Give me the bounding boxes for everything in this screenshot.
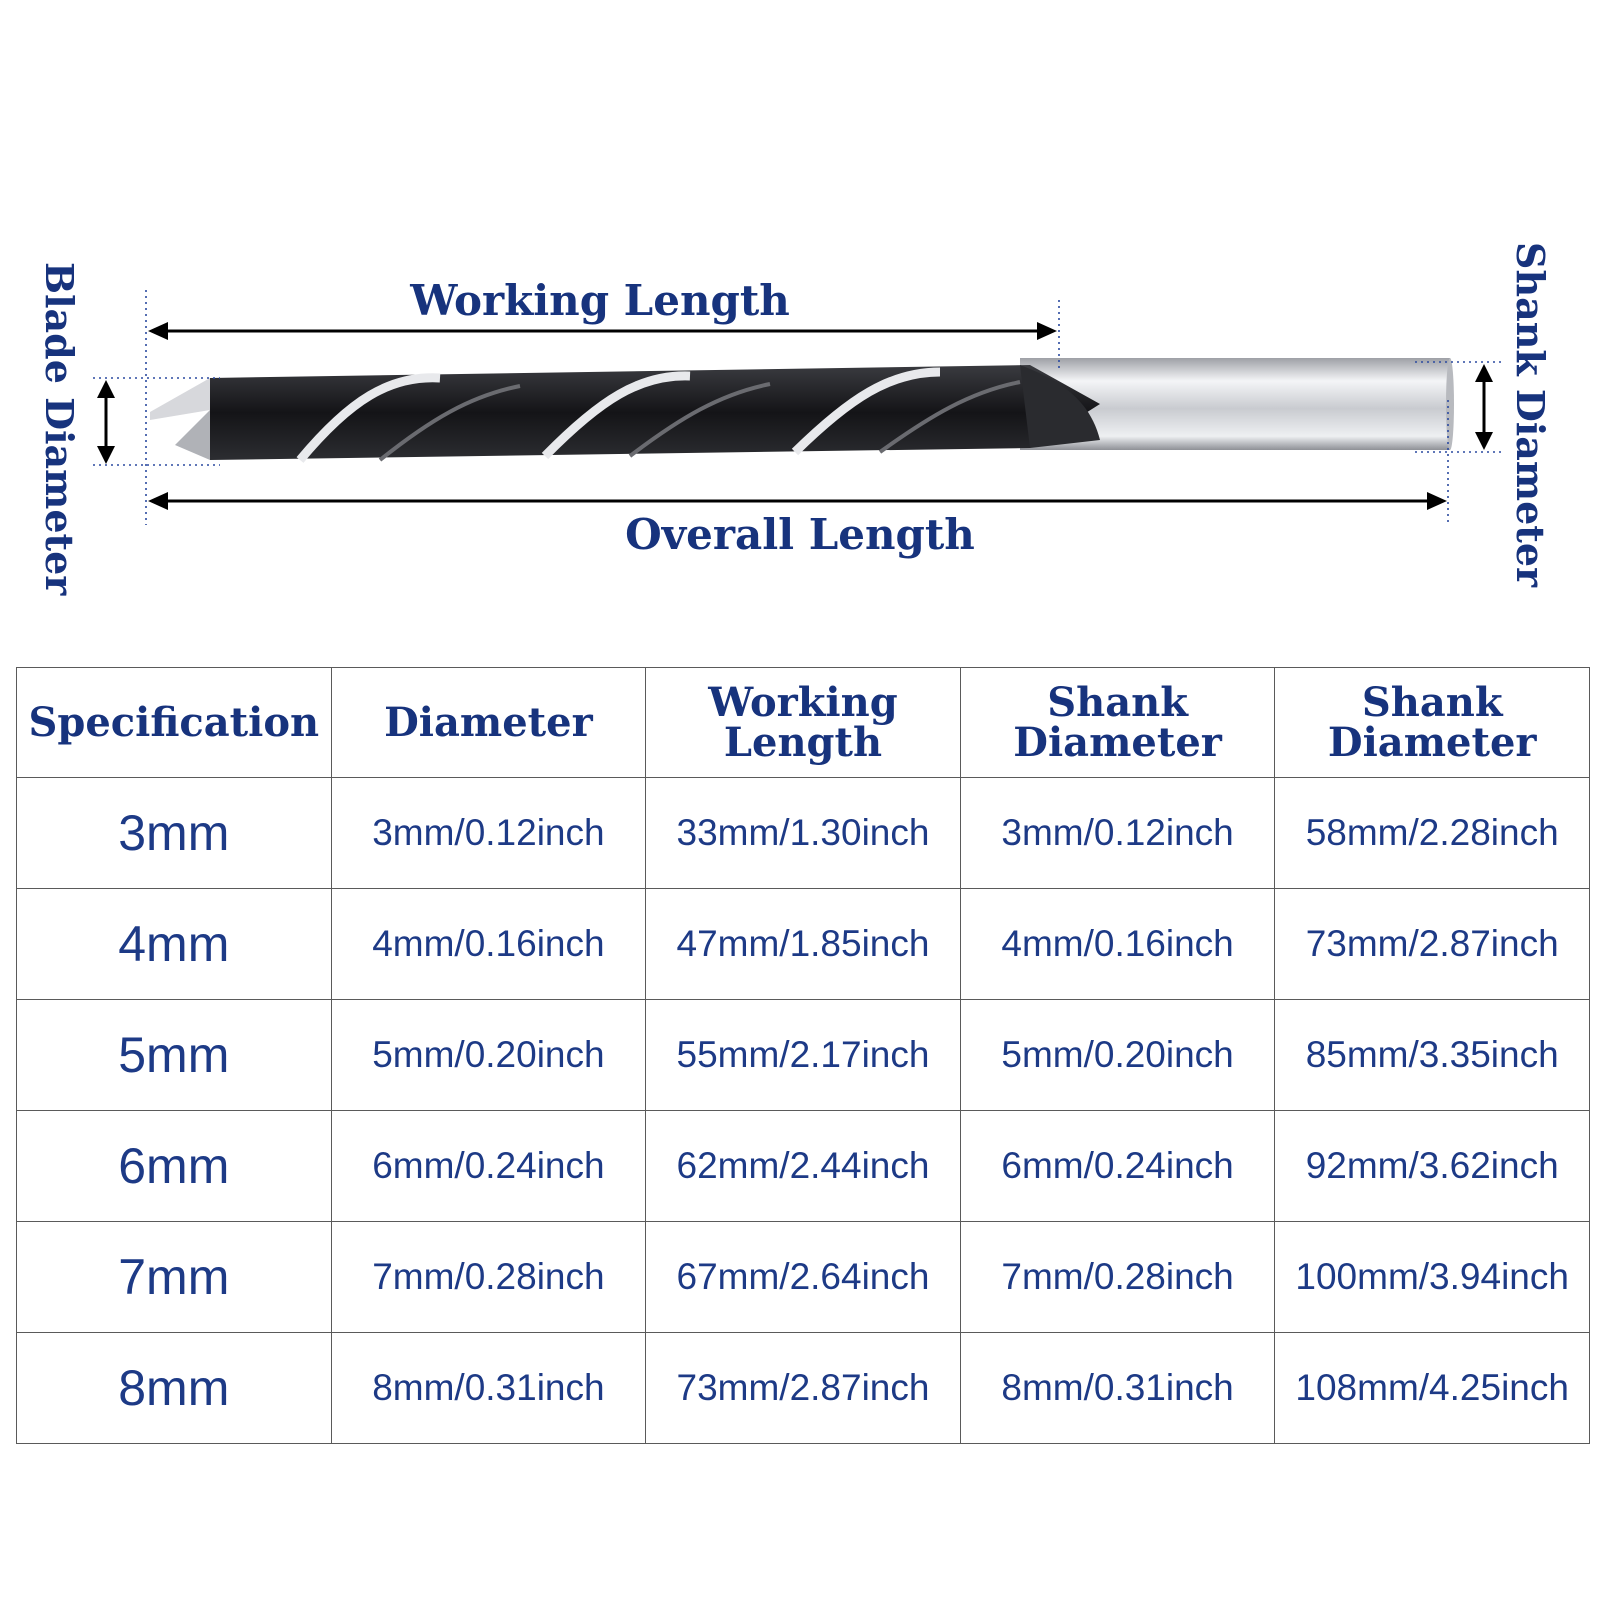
cell-shank-diameter-2: 100mm/3.94inch [1274, 1221, 1590, 1333]
cell-working-length: 67mm/2.64inch [645, 1221, 961, 1333]
cell-specification: 3mm [16, 777, 332, 889]
cell-diameter: 6mm/0.24inch [330, 1110, 647, 1222]
cell-shank-diameter-2: 73mm/2.87inch [1274, 888, 1590, 1000]
drill-bit-drawing [93, 290, 1505, 525]
table-row: 6mm 6mm/0.24inch 62mm/2.44inch 6mm/0.24i… [16, 1110, 1590, 1222]
cell-shank-diameter-2: 85mm/3.35inch [1274, 999, 1590, 1111]
header-diameter: Diameter [330, 667, 647, 778]
cell-shank-diameter: 4mm/0.16inch [959, 888, 1276, 1000]
cell-diameter: 5mm/0.20inch [330, 999, 647, 1111]
cell-working-length: 55mm/2.17inch [645, 999, 961, 1111]
cell-diameter: 3mm/0.12inch [330, 777, 647, 889]
cell-shank-diameter: 7mm/0.28inch [959, 1221, 1276, 1333]
working-length-arrow [148, 322, 1057, 340]
cell-specification: 6mm [16, 1110, 332, 1222]
overall-length-label: Overall Length [625, 510, 975, 559]
overall-length-arrow [148, 492, 1447, 510]
cell-shank-diameter-2: 92mm/3.62inch [1274, 1110, 1590, 1222]
table-row: 3mm 3mm/0.12inch 33mm/1.30inch 3mm/0.12i… [16, 777, 1590, 889]
blade [150, 365, 1100, 463]
blade-diameter-arrow [97, 380, 115, 464]
table-row: 8mm 8mm/0.31inch 73mm/2.87inch 8mm/0.31i… [16, 1332, 1590, 1444]
cell-diameter: 7mm/0.28inch [330, 1221, 647, 1333]
drill-bit-diagram: Working Length Overall Length Blade Diam… [0, 0, 1600, 620]
cell-working-length: 33mm/1.30inch [645, 777, 961, 889]
table-row: 7mm 7mm/0.28inch 67mm/2.64inch 7mm/0.28i… [16, 1221, 1590, 1333]
cell-working-length: 47mm/1.85inch [645, 888, 961, 1000]
cell-shank-diameter: 8mm/0.31inch [959, 1332, 1276, 1444]
cell-shank-diameter-2: 108mm/4.25inch [1274, 1332, 1590, 1444]
cell-working-length: 62mm/2.44inch [645, 1110, 961, 1222]
cell-shank-diameter: 5mm/0.20inch [959, 999, 1276, 1111]
header-specification: Specification [16, 667, 332, 778]
cell-working-length: 73mm/2.87inch [645, 1332, 961, 1444]
cell-shank-diameter: 3mm/0.12inch [959, 777, 1276, 889]
blade-diameter-label: Blade Diameter [37, 262, 82, 596]
cell-diameter: 4mm/0.16inch [330, 888, 647, 1000]
cell-specification: 8mm [16, 1332, 332, 1444]
cell-specification: 7mm [16, 1221, 332, 1333]
cell-specification: 5mm [16, 999, 332, 1111]
cell-shank-diameter: 6mm/0.24inch [959, 1110, 1276, 1222]
cell-specification: 4mm [16, 888, 332, 1000]
table-row: 4mm 4mm/0.16inch 47mm/1.85inch 4mm/0.16i… [16, 888, 1590, 1000]
cell-shank-diameter-2: 58mm/2.28inch [1274, 777, 1590, 889]
shank-diameter-arrow [1475, 364, 1493, 450]
working-length-label: Working Length [410, 276, 790, 325]
shank-diameter-label: Shank Diameter [1508, 242, 1553, 588]
table-row: 5mm 5mm/0.20inch 55mm/2.17inch 5mm/0.20i… [16, 999, 1590, 1111]
cell-diameter: 8mm/0.31inch [330, 1332, 647, 1444]
